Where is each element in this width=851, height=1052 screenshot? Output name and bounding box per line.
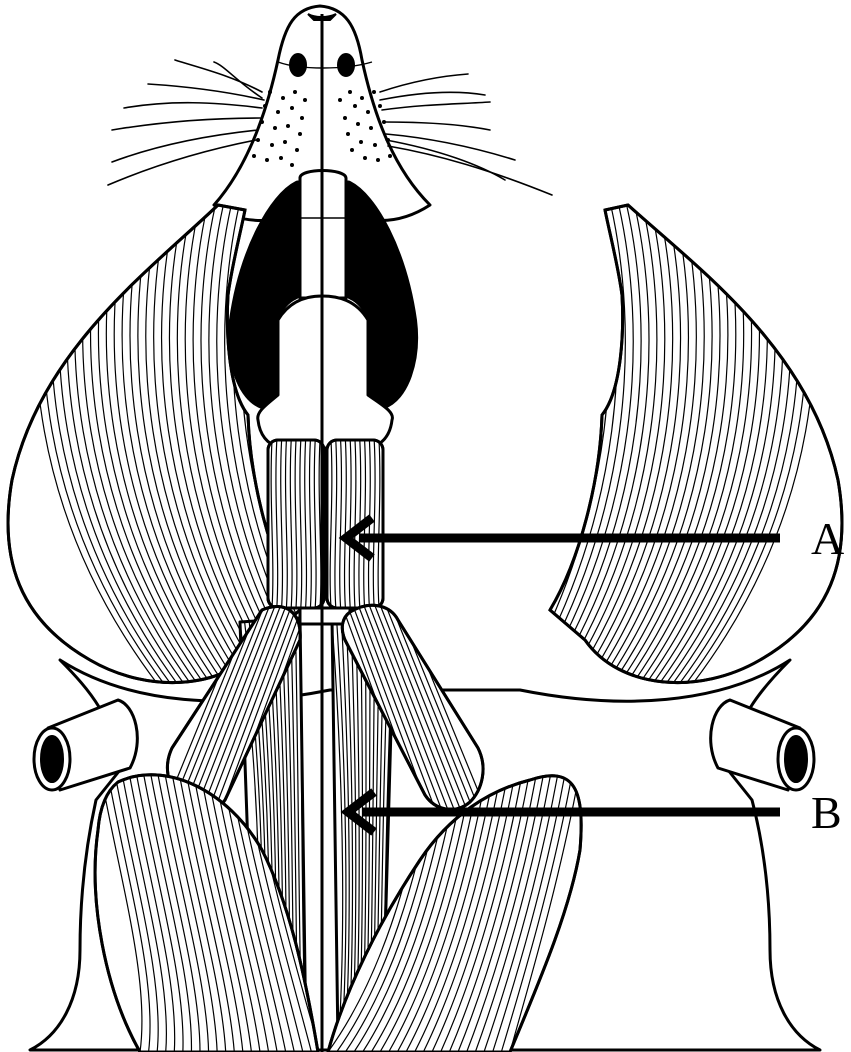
label-b: B — [811, 787, 842, 838]
anterior-digastric-right — [327, 440, 383, 608]
left-nostril — [290, 54, 306, 76]
label-a: A — [811, 513, 844, 564]
right-nostril — [338, 54, 354, 76]
anterior-digastric-left — [268, 440, 324, 608]
masseter-right — [490, 200, 842, 700]
